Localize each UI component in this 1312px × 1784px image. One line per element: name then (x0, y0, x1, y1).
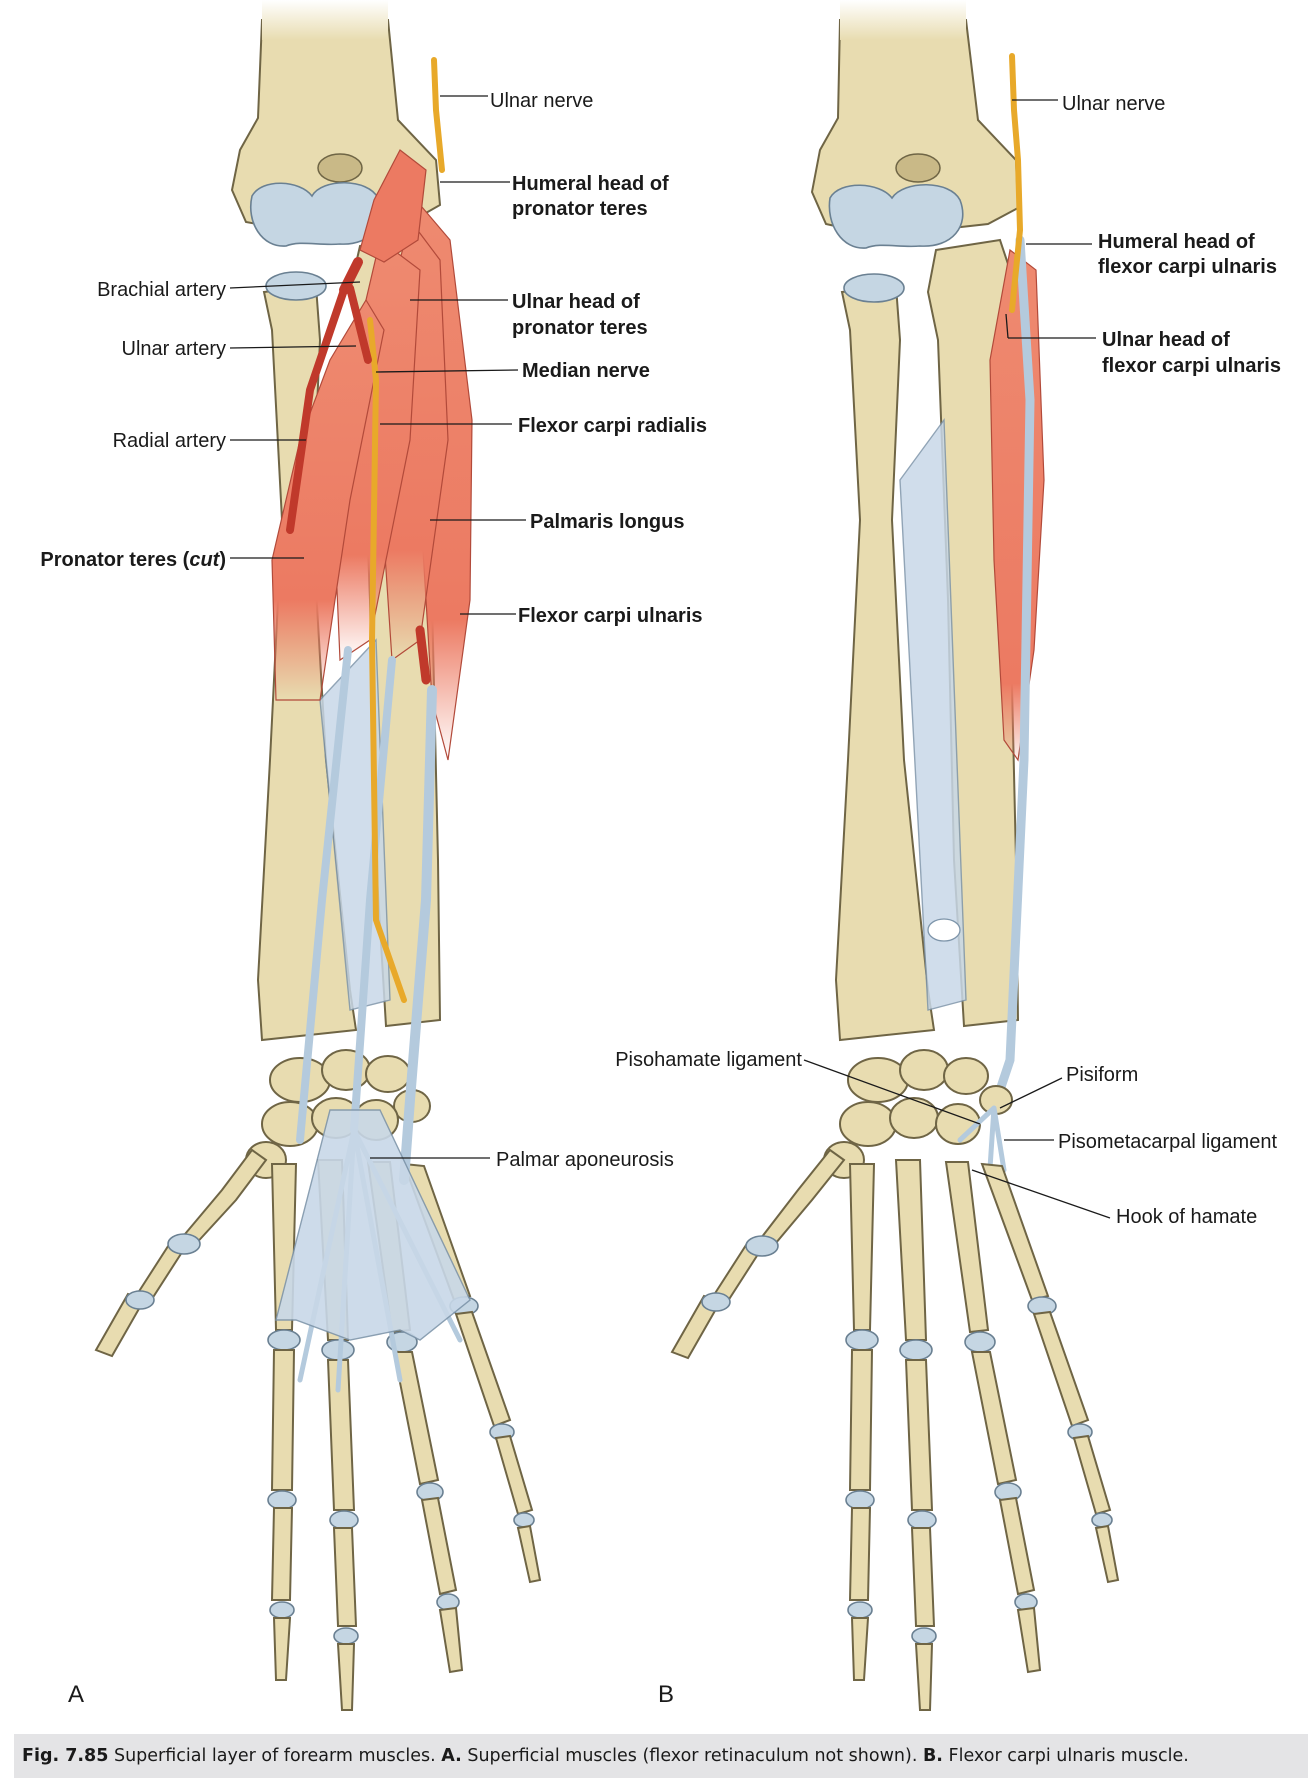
label-ulnar-head-fcu-line1: Ulnar head of (1102, 329, 1230, 351)
ulnar-nerve-b (1009, 53, 1024, 313)
radial-head-b (843, 273, 905, 303)
trochlea-cartilage-a (250, 181, 382, 247)
label-humeral-head-pronator-line2: pronator teres (512, 198, 648, 220)
caption-text: Fig. 7.85 Superficial layer of forearm m… (14, 1746, 1189, 1766)
pronator-teres-muscle-a (271, 298, 385, 701)
panel-b-illustration (670, 0, 1120, 1711)
label-ulnar-head-pronator-line1: Ulnar head of (512, 291, 640, 313)
label-humeral-head-pronator-line1: Humeral head of (512, 173, 669, 195)
caption-text-b: Flexor carpi ulnaris muscle. (948, 1746, 1189, 1766)
ulnar-artery-a (346, 284, 372, 364)
caption-fig-number: Fig. 7.85 (22, 1746, 109, 1766)
label-flexor-carpi-ulnaris-a: Flexor carpi ulnaris (518, 605, 703, 627)
palmar-aponeurosis-shape-a (275, 1109, 471, 1341)
label-ulnar-nerve-b: Ulnar nerve (1062, 93, 1165, 115)
caption-a-marker: A. (441, 1746, 462, 1766)
radius-b (834, 284, 936, 1042)
median-nerve-a (367, 317, 407, 1003)
caption-text-a: Superficial muscles (flexor retinaculum … (467, 1746, 918, 1766)
thumb-a (94, 1148, 268, 1358)
ulnar-nerve-a (431, 57, 445, 173)
trochlea-cartilage-b (828, 183, 964, 249)
labels-a: Ulnar nerve Humeral head of pronator ter… (40, 90, 707, 1708)
caption-b-marker: B. (922, 1746, 943, 1766)
label-palmar-aponeurosis: Palmar aponeurosis (496, 1149, 674, 1171)
label-ulnar-head-fcu-line2: flexor carpi ulnaris (1102, 355, 1281, 377)
label-ulnar-artery: Ulnar artery (122, 338, 226, 360)
label-pisohamate-ligament: Pisohamate ligament (615, 1049, 802, 1071)
panel-letter-b: B (658, 1681, 674, 1708)
radial-artery-a (286, 286, 348, 534)
label-radial-artery: Radial artery (113, 430, 226, 452)
panel-letter-a: A (68, 1681, 84, 1708)
interosseous-membrane-b (899, 417, 967, 1011)
label-flexor-carpi-radialis: Flexor carpi radialis (518, 415, 707, 437)
label-median-nerve: Median nerve (522, 360, 650, 382)
ulnar-artery-distal-a (415, 625, 431, 685)
carpals-b (823, 1049, 1013, 1179)
label-ulnar-head-pronator-line2: pronator teres (512, 317, 648, 339)
brachial-artery-a (339, 257, 363, 295)
thumb-b (670, 1148, 846, 1360)
label-humeral-head-fcu-line1: Humeral head of (1098, 231, 1255, 253)
label-humeral-head-fcu-line2: flexor carpi ulnaris (1098, 256, 1277, 278)
caption-text-1: Superficial layer of forearm muscles. (113, 1746, 436, 1766)
label-pisiform: Pisiform (1066, 1064, 1138, 1086)
fingers-b (845, 1159, 1120, 1711)
panel-a-illustration (94, 0, 542, 1711)
pronator-teres-humeral-head-a (359, 149, 427, 263)
label-pisometacarpal-ligament: Pisometacarpal ligament (1058, 1131, 1277, 1153)
flexor-muscles-a (271, 149, 473, 761)
labels-b: Ulnar nerve Humeral head of flexor carpi… (615, 93, 1281, 1708)
label-pronator-teres-cut: Pronator teres (cut) (40, 549, 226, 571)
figure-caption: Fig. 7.85 Superficial layer of forearm m… (14, 1734, 1308, 1778)
label-palmaris-longus: Palmaris longus (530, 511, 685, 533)
label-ulnar-nerve-a: Ulnar nerve (490, 90, 593, 112)
label-brachial-artery: Brachial artery (97, 279, 226, 301)
label-hook-of-hamate: Hook of hamate (1116, 1206, 1257, 1228)
leader-lines-a (229, 95, 526, 1159)
leader-lines-b (803, 99, 1111, 1219)
